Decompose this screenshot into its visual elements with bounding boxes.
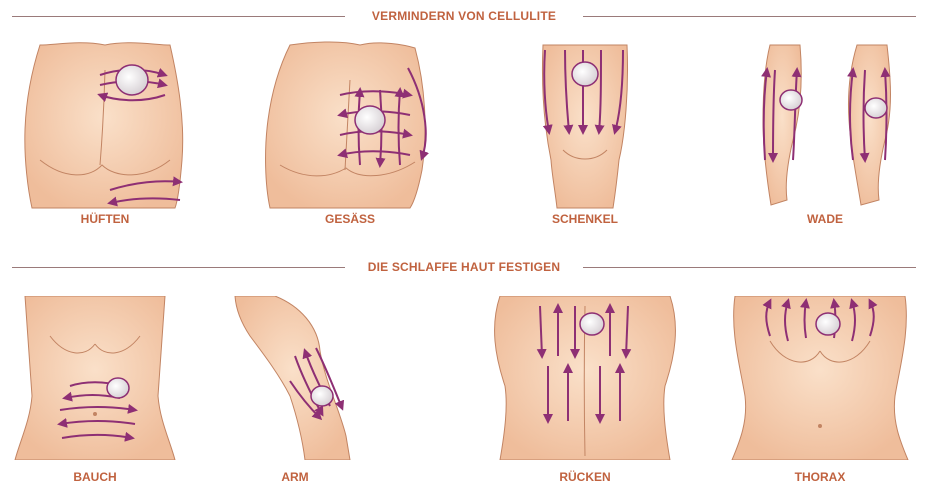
- panel-calf: WADE: [745, 40, 905, 235]
- label-arm: ARM: [281, 470, 309, 484]
- label-thigh: SCHENKEL: [551, 212, 618, 226]
- panel-abdomen: BAUCH: [10, 296, 180, 490]
- label-back: RÜCKEN: [559, 470, 611, 484]
- massage-device: [571, 61, 599, 87]
- panel-thorax: THORAX: [720, 296, 920, 490]
- section-header-skin-firming: DIE SCHLAFFE HAUT FESTIGEN: [0, 258, 928, 278]
- label-calf: WADE: [807, 212, 843, 226]
- massage-arrows: [542, 49, 624, 135]
- buttocks-illustration: [265, 41, 430, 209]
- arm-illustration: [234, 296, 351, 460]
- panel-hips: HÜFTEN: [20, 40, 190, 235]
- massage-arrows: [536, 303, 632, 424]
- divider-right: [583, 267, 916, 268]
- label-hips: HÜFTEN: [80, 212, 130, 226]
- massage-device: [354, 105, 386, 135]
- divider-left: [12, 267, 345, 268]
- panel-thigh: SCHENKEL: [515, 40, 655, 235]
- hips-illustration: [24, 42, 184, 209]
- label-abdomen: BAUCH: [73, 470, 117, 484]
- section-header-cellulite: VERMINDERN VON CELLULITE: [0, 7, 928, 27]
- massage-arrows: [337, 67, 430, 168]
- massage-device: [579, 312, 605, 336]
- massage-arrows: [761, 67, 891, 163]
- panel-buttocks: GESÄSS: [260, 40, 440, 235]
- massage-device: [310, 385, 334, 407]
- panel-back: RÜCKEN: [480, 296, 690, 490]
- section-title: VERMINDERN VON CELLULITE: [371, 9, 557, 23]
- calf-illustration: [761, 44, 891, 206]
- massage-device: [815, 312, 841, 336]
- thorax-illustration: [731, 296, 909, 460]
- massage-device: [115, 64, 149, 96]
- massage-device: [779, 89, 803, 111]
- divider-right: [583, 16, 916, 17]
- panel-arm: ARM: [230, 296, 360, 490]
- massage-device: [864, 97, 888, 119]
- divider-left: [12, 16, 345, 17]
- abdomen-illustration: [14, 296, 176, 460]
- label-thorax: THORAX: [794, 470, 846, 484]
- back-illustration: [494, 296, 676, 460]
- massage-device: [106, 377, 130, 399]
- label-buttocks: GESÄSS: [324, 212, 375, 226]
- thigh-illustration: [541, 44, 629, 209]
- section-title: DIE SCHLAFFE HAUT FESTIGEN: [367, 260, 561, 274]
